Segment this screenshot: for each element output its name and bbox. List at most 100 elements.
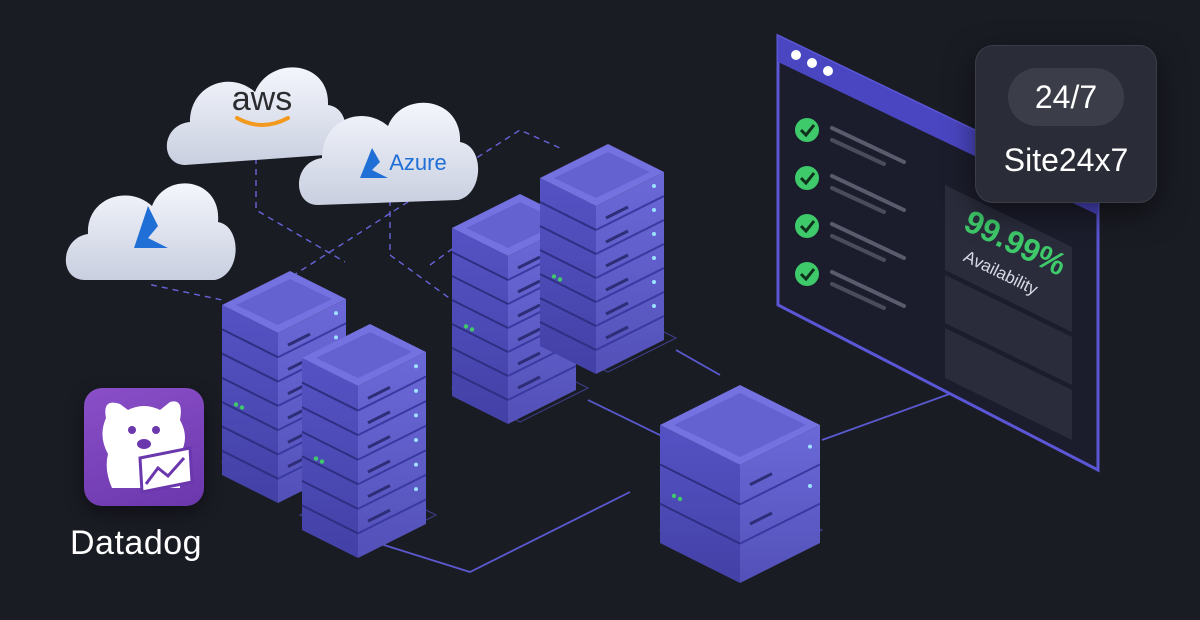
server-divider [357,375,427,412]
server-led-icon [652,208,656,212]
datadog-dog-icon [102,401,194,494]
server-vent [605,301,629,316]
azure-icon [360,148,388,178]
check-mark [799,220,816,234]
server-vent [517,351,541,366]
check-mark [799,268,816,282]
server-divider [595,267,665,303]
azure-icon [134,206,168,248]
server-divider [221,401,279,432]
server-divider [595,219,665,255]
server-top-panel [466,202,562,248]
check-row [795,214,906,262]
server-led-icon [313,456,319,461]
status-panel [945,275,1072,385]
server-vent [517,255,541,270]
server-divider [357,498,427,535]
site24x7-badge: 24/7 [1008,68,1124,126]
server-led-icon [677,496,683,502]
server-vent [517,375,541,390]
server-led-icon [652,256,656,260]
server-divider [659,463,741,506]
server-led-icon [469,327,475,332]
server-divider [301,504,359,535]
server-front [302,358,358,558]
window-dot-icon [823,66,833,76]
datadog-card: Datadog [62,388,232,568]
server-vent [749,511,773,526]
server-top-panel [554,152,650,198]
server-led-icon [414,438,418,442]
server-vent [605,277,629,292]
server-divider [301,455,359,486]
server-divider [451,299,509,329]
server-led-icon [414,462,418,467]
check-mark [799,172,816,186]
server-led-icon [319,459,325,464]
datadog-label: Datadog [70,524,203,562]
server-vent [287,332,311,347]
server-divider [301,381,359,412]
network-links [367,349,956,573]
server-divider [451,347,509,377]
server-divider [539,297,597,327]
server-divider [221,328,279,359]
server-vent [605,229,629,244]
server-divider [301,406,359,437]
server-led-icon [334,335,338,340]
server-led-icon [239,405,245,410]
server-divider [739,463,821,506]
check-icon [795,166,819,190]
check-row-line [830,234,886,262]
server-divider [357,424,427,461]
server-divider [539,201,597,231]
server-divider [507,365,577,401]
cloud-azure: Azure [298,102,479,205]
server-led-icon [463,324,469,329]
server-vent [517,327,541,342]
server-led-icon [652,304,656,308]
server-divider [357,449,427,486]
server-front [540,178,596,374]
check-icon [795,118,819,142]
server-led-icon [808,444,812,449]
server-divider [595,195,665,231]
server-divider [451,371,509,401]
check-mark [799,124,816,138]
server-vent [605,253,629,268]
server-side [740,425,820,583]
server-led-icon [671,493,677,499]
server-divider [221,352,279,383]
datadog-logo [84,388,204,506]
server-divider [659,502,741,545]
cloud-aws: aws [166,67,346,165]
server-led-icon [652,232,656,236]
server-tower [539,144,665,374]
server-divider [301,479,359,510]
server-divider [539,273,597,303]
server-divider [451,251,509,281]
server-divider [451,323,509,353]
server-divider [539,249,597,279]
window-dot-icon [807,58,817,68]
server-led-icon [652,280,656,284]
server-divider [221,376,279,407]
site24x7-label: Site24x7 [1003,142,1129,178]
cloud-azure-logo [65,183,236,280]
server-led-icon [334,311,338,316]
check-icon [795,262,819,286]
server-led-icon [652,184,656,188]
check-row-line [830,282,886,310]
server-vent [605,205,629,220]
check-row-line [830,270,906,308]
server-divider [539,321,597,351]
check-row-line [830,186,886,214]
server-divider [301,430,359,461]
server-divider [451,275,509,305]
server-front [222,305,278,503]
server-divider [595,243,665,279]
server-divider [221,425,279,456]
server-top-panel [674,393,806,457]
server-vent [367,484,391,498]
